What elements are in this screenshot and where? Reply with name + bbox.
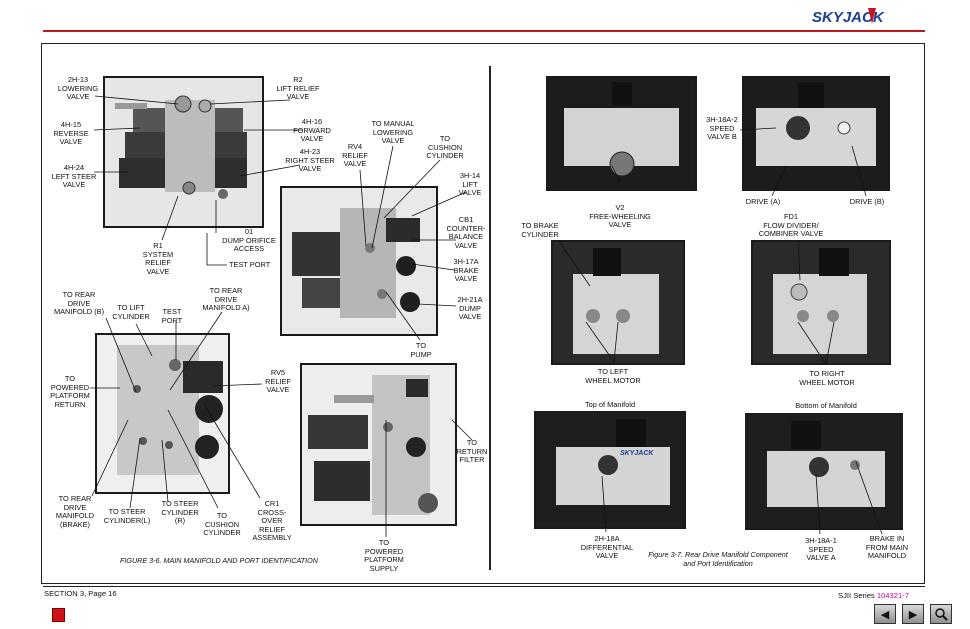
page-marker-icon <box>52 608 65 622</box>
footer-section: SECTION 3, Page 16 <box>44 589 117 598</box>
label-to-return-filter: TO RETURN FILTER <box>456 438 488 465</box>
label-rv5-relief-valve: RV5 RELIEF VALVE <box>265 368 291 395</box>
label-to-rear-drive-manifold-a: TO REAR DRIVE MANIFOLD A) <box>202 286 250 313</box>
figure-3-6-caption: FIGURE 3-6. MAIN MANIFOLD AND PORT IDENT… <box>120 556 318 565</box>
photo-main-manifold-side <box>280 186 438 336</box>
label-to-powered-platform-supply: TO POWERED PLATFORM SUPPLY <box>364 538 404 573</box>
label-to-rear-drive-manifold-brake: TO REAR DRIVE MANIFOLD (BRAKE) <box>55 494 95 529</box>
zoom-button[interactable] <box>930 604 952 624</box>
label-lift-valve: 3H-14 LIFT VALVE <box>458 171 482 198</box>
footer-series-number: 104321-7 <box>876 591 909 600</box>
manifold-stamp: SKYJACK <box>620 450 654 457</box>
arrow-left-icon: ◀ <box>880 608 890 621</box>
label-top-of-manifold: Top of Manifold <box>584 400 636 409</box>
label-free-wheeling-valve: V2 FREE-WHEELING VALVE <box>589 203 651 230</box>
label-right-steer-valve: 4H-23 RIGHT STEER VALVE <box>285 147 335 174</box>
label-to-pump: TO PUMP <box>410 341 432 359</box>
center-divider <box>489 66 491 570</box>
label-flow-divider-combiner-valve: FD1 FLOW DIVIDER/ COMBINER VALVE <box>758 212 824 239</box>
arrow-right-icon: ▶ <box>908 608 918 621</box>
photo-rear-drive-flow-divider <box>751 240 891 365</box>
label-to-cushion-cylinder-bottom: TO CUSHION CYLINDER <box>203 511 241 538</box>
label-lift-relief-valve: R2 LIFT RELIEF VALVE <box>276 75 320 102</box>
figure-frame <box>41 43 925 584</box>
footer-rule <box>43 586 925 587</box>
label-reverse-valve: 4H-15 REVERSE VALVE <box>53 120 89 147</box>
label-test-port-top: TEST PORT <box>229 260 271 269</box>
label-crossover-relief-assembly: CR1 CROSS- OVER RELIEF ASSEMBLY <box>252 499 292 543</box>
label-lowering-valve: 2H-13 LOWERING VALVE <box>57 75 99 102</box>
figure-3-7-caption: Figure 3-7. Rear Drive Manifold Componen… <box>648 550 788 568</box>
label-speed-valve-a: 3H-18A-1 SPEED VALVE A <box>805 536 837 563</box>
next-page-button[interactable]: ▶ <box>902 604 924 624</box>
label-brake-in-from-main-manifold: BRAKE IN FROM MAIN MANIFOLD <box>865 534 909 561</box>
photo-main-manifold-front <box>300 363 457 526</box>
label-to-lift-cylinder: TO LIFT CYLINDER <box>112 303 150 321</box>
header-rule <box>43 30 925 32</box>
photo-rear-drive-brake <box>551 240 685 365</box>
photo-rear-drive-speed-b <box>742 76 890 191</box>
label-manual-lowering-valve: TO MANUAL LOWERING VALVE <box>371 119 415 146</box>
label-system-relief-valve: R1 SYSTEM RELIEF VALVE <box>142 241 174 276</box>
label-left-steer-valve: 4H-24 LEFT STEER VALVE <box>51 163 97 190</box>
label-to-steer-cylinder-l: TO STEER CYLINDER(L) <box>103 507 151 525</box>
label-rv4-relief-valve: RV4 RELIEF VALVE <box>342 142 368 169</box>
photo-main-manifold-ports <box>95 333 230 494</box>
logo-swoosh <box>868 8 876 24</box>
photo-rear-drive-freewheel <box>546 76 697 191</box>
label-drive-a: DRIVE (A) <box>745 197 781 206</box>
label-to-steer-cylinder-r: TO STEER CYLINDER (R) <box>161 499 199 526</box>
label-differential-valve: 2H-18A DIFFERENTIAL VALVE <box>580 534 634 561</box>
label-to-powered-platform-return: TO POWERED PLATFORM RETURN <box>50 374 90 409</box>
label-test-port-middle: TEST PORT <box>161 307 183 325</box>
label-to-cushion-cylinder-top: TO CUSHION CYLINDER <box>426 134 464 161</box>
label-dump-valve: 2H-21A DUMP VALVE <box>457 295 483 322</box>
label-to-left-wheel-motor: TO LEFT WHEEL MOTOR <box>585 367 641 385</box>
label-forward-valve: 4H-16 FORWARD VALVE <box>293 117 331 144</box>
prev-page-button[interactable]: ◀ <box>874 604 896 624</box>
photo-rear-drive-bottom <box>745 413 903 530</box>
photo-main-manifold-top <box>103 76 264 228</box>
label-brake-valve: 3H-17A BRAKE VALVE <box>453 257 479 284</box>
photo-rear-drive-top <box>534 411 686 529</box>
label-dump-orifice-access: 01 DUMP ORIFICE ACCESS <box>222 227 276 254</box>
footer-series: SJII Series 104321-7 <box>838 591 909 600</box>
label-to-right-wheel-motor: TO RIGHT WHEEL MOTOR <box>799 369 855 387</box>
skyjack-logo: SKYJACK <box>810 6 910 26</box>
logo-graphic: SKYJACK <box>812 8 885 26</box>
label-drive-b: DRIVE (B) <box>849 197 885 206</box>
label-to-brake-cylinder: TO BRAKE CYLINDER <box>521 221 559 239</box>
magnifier-icon <box>935 608 948 621</box>
label-counterbalance-valve: CB1 COUNTER- BALANCE VALVE <box>446 215 486 250</box>
label-bottom-of-manifold: Bottom of Manifold <box>795 401 857 410</box>
label-speed-valve-b: 3H-18A-2 SPEED VALVE B <box>706 115 738 142</box>
footer-series-prefix: SJII Series <box>838 591 877 600</box>
label-to-rear-drive-manifold-b: TO REAR DRIVE MANIFOLD (B) <box>53 290 105 317</box>
logo-text: SKYJACK <box>812 9 885 26</box>
